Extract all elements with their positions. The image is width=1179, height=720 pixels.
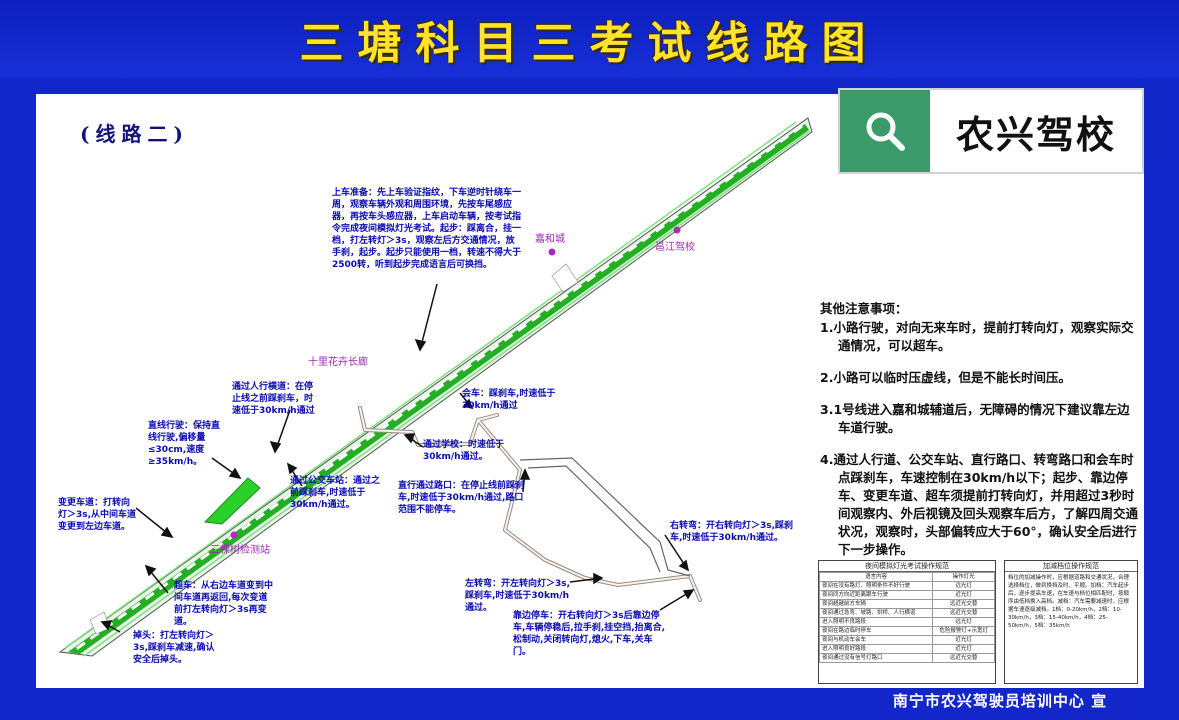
- road-edge-line-2: [83, 130, 811, 657]
- table-cell: 远近光交替: [932, 608, 995, 618]
- light-table-grid: 语言内容 操作灯光 夜间在没有路灯、照明条件不好行驶远光灯夜间同方向近距离跟车行…: [818, 572, 995, 663]
- table-header-row: 语言内容 操作灯光: [818, 572, 995, 582]
- side-road-2: [527, 465, 661, 573]
- light-table: 夜间模拟灯光考试操作规范 语言内容 操作灯光 夜间在没有路灯、照明条件不好行驶远…: [818, 560, 996, 684]
- rules-title: 其他注意事项：: [820, 301, 908, 316]
- note-right-turn: 右转弯：开右转向灯＞3s,踩刹车,时速低于30km/h通过。: [670, 521, 794, 543]
- table-row: 夜间在没有路灯、照明条件不好行驶远光灯: [818, 581, 995, 591]
- table-row: 进入照明良好路段近光灯: [818, 644, 995, 654]
- road-center-line: [71, 124, 803, 654]
- main-road: [58, 117, 813, 657]
- table-cell: 夜间与机动车会车: [818, 635, 934, 645]
- crossing-lower: [89, 611, 111, 635]
- page-title: 三塘科目三考试线路图: [299, 18, 880, 69]
- table-row: 夜间超越前方车辆远近光交替: [818, 599, 995, 609]
- table-cell: 近光灯: [932, 635, 995, 645]
- poi-bangjiang: 邕江驾校: [655, 242, 695, 253]
- table-cell: 夜间超越前方车辆: [818, 599, 934, 609]
- table-cell: 夜间在路边临时停车: [818, 626, 934, 636]
- table-cell: 远近光交替: [932, 599, 995, 609]
- table-cell: 夜间同方向近距离跟车行驶: [818, 590, 934, 600]
- note-pullover: 靠边停车：开右转向灯＞3s后靠边停车,车辆停稳后,拉手刹,挂空挡,抬离合,松制动…: [513, 611, 666, 657]
- note-intersection: 直行通过路口：在停止线前踩刹车,时速低于30km/h通过,路口范围不能停车。: [398, 481, 525, 515]
- rule-item: 2.小路可以临时压虚线，但是不能长时间压。: [820, 370, 1071, 385]
- watermark-text: 农兴驾校: [955, 112, 1116, 157]
- rule-item: 3.1号线进入嘉和城辅道后，无障碍的情况下建议靠左边车道行驶。: [820, 402, 1130, 435]
- search-icon: [840, 90, 930, 172]
- route-label: (线路二): [80, 122, 189, 146]
- crossing-jiahe: [551, 263, 579, 293]
- note-crosswalk: 通过人行横道：在停止线之前踩刹车，时速低于30km/h通过: [232, 382, 315, 416]
- table-row: 夜间在路边临时停车危险报警灯+示宽灯: [818, 626, 995, 636]
- table-cell: 进入照明良好路段: [818, 644, 934, 654]
- side-road: [519, 457, 691, 577]
- poi-pins: [230, 226, 681, 539]
- rules-panel: 其他注意事项： 1.小路行驶，对向无来车时，提前打转向灯，观察实际交通情况，可以…: [820, 300, 1138, 573]
- poi-jiahecheng: 嘉和城: [535, 234, 565, 245]
- pointer-arrows: [100, 283, 695, 633]
- table-cell: 夜间通过急弯、坡路、拱桥、人行横道: [818, 608, 934, 618]
- table-cell: 近光灯: [932, 590, 995, 600]
- note-lanechange: 变更车道：打转向灯＞3s,从中间车道变更到左边车道。: [58, 498, 137, 532]
- light-table-title: 夜间模拟灯光考试操作规范: [819, 561, 995, 572]
- poi-sanke: 三棵树检测站: [210, 545, 270, 556]
- bus-bay: [203, 477, 261, 525]
- table-row: 夜间通过急弯、坡路、拱桥、人行横道远近光交替: [818, 608, 995, 618]
- poi-shilihuahai: 十里花卉长廊: [308, 357, 368, 368]
- note-uturn: 掉头：打左转向灯＞3s,踩刹车减速,确认安全后掉头。: [133, 631, 215, 665]
- note-left-turn: 左转弯：开左转向灯＞3s,踩刹车,时速低于30km/h通过。: [465, 579, 571, 613]
- table-header-cell: 语言内容: [818, 572, 934, 582]
- rule-item: 4.通过人行道、公交车站、直行路口、转弯路口和会车时点踩刹车，车速控制在30km…: [820, 452, 1139, 557]
- footer: 南宁市农兴驾驶员培训中心 宣: [892, 692, 1108, 710]
- table-cell: 夜间通过没有信号灯路口: [818, 653, 934, 663]
- table-cell: 夜间在没有路灯、照明条件不好行驶: [818, 581, 934, 591]
- table-cell: 远光灯: [932, 581, 995, 591]
- note-busstop: 通过公交车站：通过之前踩刹车,时速低于30km/h通过。: [290, 476, 381, 510]
- note-overtake: 超车：从右边车道变到中间车道再返回,每次变道前打左转向灯＞3s再变道。: [174, 581, 274, 627]
- table-row: 夜间同方向近距离跟车行驶近光灯: [818, 590, 995, 600]
- table-cell: 远近光交替: [932, 653, 995, 663]
- table-cell: 远光灯: [932, 617, 995, 627]
- table-row: 夜间与机动车会车近光灯: [818, 635, 995, 645]
- title-bar: 三塘科目三考试线路图: [0, 0, 1179, 78]
- table-row: 夜间通过没有信号灯路口远近光交替: [818, 653, 995, 663]
- road-edge-line: [64, 121, 797, 649]
- table-header-cell: 操作灯光: [932, 572, 995, 582]
- note-meet: 会车：踩刹车,时速低于30km/h通过: [462, 389, 556, 411]
- note-school: 通过学校：时速低于30km/h通过。: [423, 440, 505, 462]
- note-straight: 直线行驶：保持直线行驶,偏移量≤30cm,速度≥35km/h。: [148, 421, 221, 467]
- gear-table: 加减档位操作规范 档位的加减操作时，应根据道路和交通状况，合理选择档位，做到换挡…: [1004, 560, 1138, 684]
- note-prep: 上车准备：先上车验证指纹，下车逆时针绕车一周，观察车辆外观和周围环境，先按车尾感…: [332, 188, 522, 270]
- table-row: 进入照明不良路段远光灯: [818, 617, 995, 627]
- table-cell: 进入照明不良路段: [818, 617, 934, 627]
- watermark: 农兴驾校: [838, 88, 1144, 174]
- gear-table-text: 档位的加减操作时，应根据道路和交通状况，合理选择档位，做到换挡及时、平顺。加档：…: [1008, 575, 1130, 629]
- table-cell: 危险报警灯+示宽灯: [932, 626, 995, 636]
- gear-table-title: 加减档位操作规范: [1005, 561, 1137, 572]
- rule-item: 1.小路行驶，对向无来车时，提前打转向灯，观察实际交通情况，可以超车。: [820, 320, 1134, 353]
- branch-route-inner: [359, 407, 701, 601]
- table-cell: 近光灯: [932, 644, 995, 654]
